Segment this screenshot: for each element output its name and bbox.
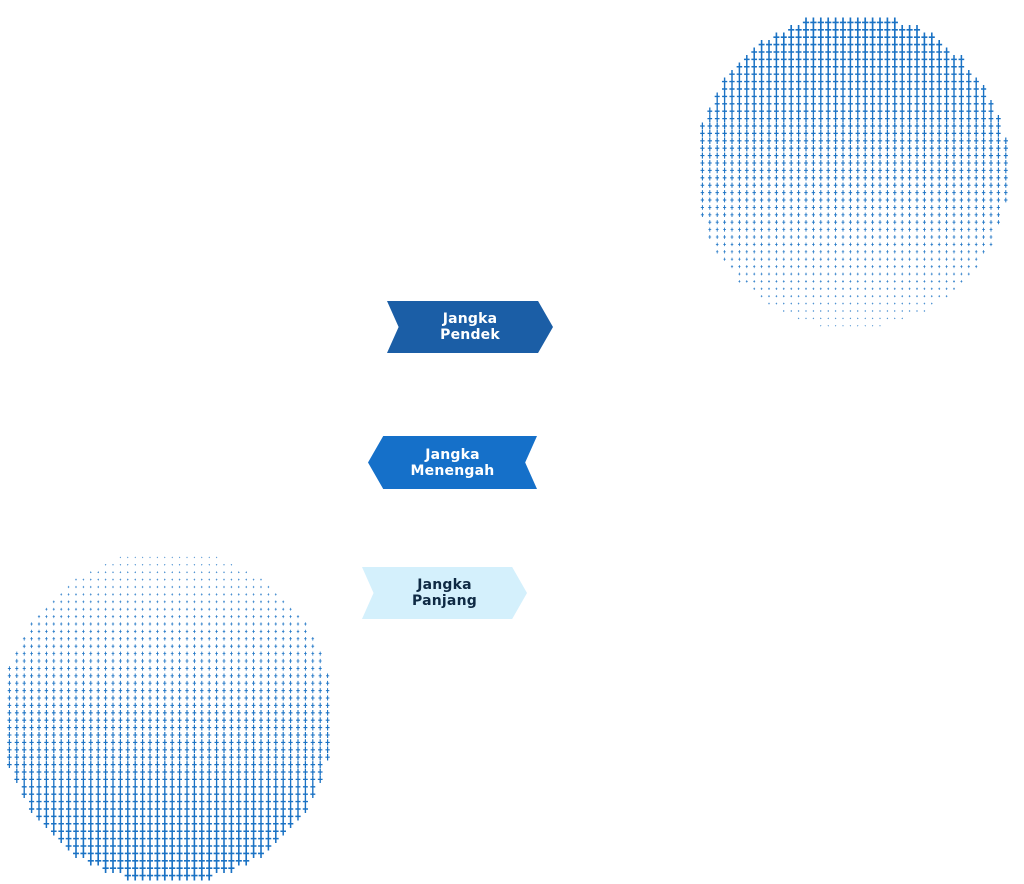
halftone-dots	[7, 556, 330, 881]
tag-jangka-menengah-label: Jangka Menengah	[410, 446, 495, 479]
tag-jangka-panjang: Jangka Panjang	[362, 567, 527, 619]
halftone-dots	[700, 17, 1008, 327]
tag-jangka-menengah: Jangka Menengah	[368, 436, 537, 489]
tag-jangka-pendek: Jangka Pendek	[387, 301, 553, 353]
tag-jangka-pendek-label: Jangka Pendek	[440, 311, 500, 343]
tag-jangka-panjang-label: Jangka Panjang	[412, 577, 477, 609]
